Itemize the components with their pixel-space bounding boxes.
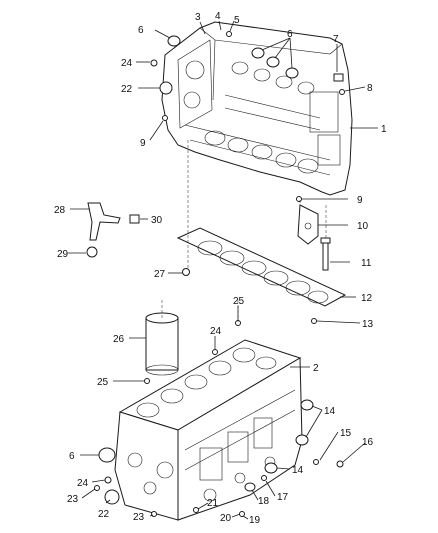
callout-27: 27	[154, 269, 166, 280]
plug-19	[239, 511, 245, 517]
callout-9: 9	[357, 195, 363, 206]
plug-17	[261, 475, 267, 481]
callout-24: 24	[210, 326, 222, 337]
callout-9: 9	[140, 138, 146, 149]
o-ring-18	[244, 482, 256, 492]
nozzle-bolt	[86, 246, 98, 258]
bracket-10	[297, 204, 319, 245]
callout-14: 14	[324, 406, 336, 417]
callout-7: 7	[333, 34, 339, 45]
callout-4: 4	[215, 11, 221, 22]
callout-23: 23	[67, 494, 79, 505]
callout-labels: 6 3 4 5 6 7 8 1 24 22 9 9 10 11 12 13 28…	[54, 11, 387, 526]
callout-12: 12	[361, 293, 373, 304]
dowel-25b	[144, 378, 150, 384]
bolt-11	[320, 237, 331, 271]
cylinder-liner	[145, 312, 179, 376]
plug-23b	[151, 511, 157, 517]
o-ring-6e	[98, 447, 116, 463]
callout-6: 6	[287, 29, 293, 40]
plug-8	[339, 89, 345, 95]
callout-24: 24	[77, 478, 89, 489]
plug-24a	[150, 59, 158, 67]
callout-20: 20	[220, 513, 232, 524]
plug-24c	[104, 476, 112, 484]
callout-2: 2	[313, 363, 319, 374]
leader-lines	[68, 20, 378, 520]
deck-bores	[136, 347, 277, 418]
callout-16: 16	[362, 437, 374, 448]
callout-15: 15	[340, 428, 352, 439]
callout-30: 30	[151, 215, 163, 226]
o-ring-6a	[167, 35, 181, 47]
o-ring-6d	[285, 67, 299, 79]
cup-plug-upper	[159, 81, 173, 95]
o-ring-14a	[300, 399, 314, 411]
plug-9a	[162, 115, 168, 121]
plug-5	[226, 31, 232, 37]
upper-engine-block	[159, 21, 353, 196]
callout-25: 25	[233, 296, 245, 307]
callout-1: 1	[381, 124, 387, 135]
callout-29: 29	[57, 249, 69, 260]
callout-6: 6	[69, 451, 75, 462]
dowel-13	[311, 318, 317, 324]
plug-23a	[94, 485, 100, 491]
callout-18: 18	[258, 496, 270, 507]
callout-23: 23	[133, 512, 145, 523]
cup-plug-lower	[104, 489, 120, 505]
callout-22: 22	[98, 509, 110, 520]
callout-17: 17	[277, 492, 289, 503]
callout-13: 13	[362, 319, 374, 330]
o-ring-14b	[295, 434, 309, 446]
callout-5: 5	[234, 15, 240, 26]
callout-25: 25	[97, 377, 109, 388]
callout-24: 24	[121, 58, 133, 69]
callout-10: 10	[357, 221, 369, 232]
dowel-27	[182, 268, 190, 276]
plug-21	[193, 507, 199, 513]
plug-16	[336, 460, 344, 468]
head-gasket	[176, 227, 347, 307]
callout-26: 26	[113, 334, 125, 345]
o-ring-6b	[251, 47, 265, 59]
callout-3: 3	[195, 12, 201, 23]
callout-21: 21	[207, 498, 219, 509]
callout-8: 8	[367, 83, 373, 94]
dowel-24b	[212, 349, 218, 355]
plug-15	[313, 459, 319, 465]
plug-9b	[296, 196, 302, 202]
callout-19: 19	[249, 515, 261, 526]
o-ring-6c	[266, 56, 280, 68]
piston-cooling-nozzle	[86, 202, 140, 258]
callout-22: 22	[121, 84, 133, 95]
plug-7	[333, 73, 344, 82]
crank-bores	[204, 130, 319, 174]
o-ring-14c	[264, 462, 278, 474]
callout-6: 6	[138, 25, 144, 36]
callout-14: 14	[292, 465, 304, 476]
lower-engine-block	[114, 339, 303, 521]
nozzle-plug	[129, 214, 140, 224]
side-bosses	[224, 61, 341, 166]
callout-28: 28	[54, 205, 66, 216]
callout-11: 11	[361, 258, 372, 269]
